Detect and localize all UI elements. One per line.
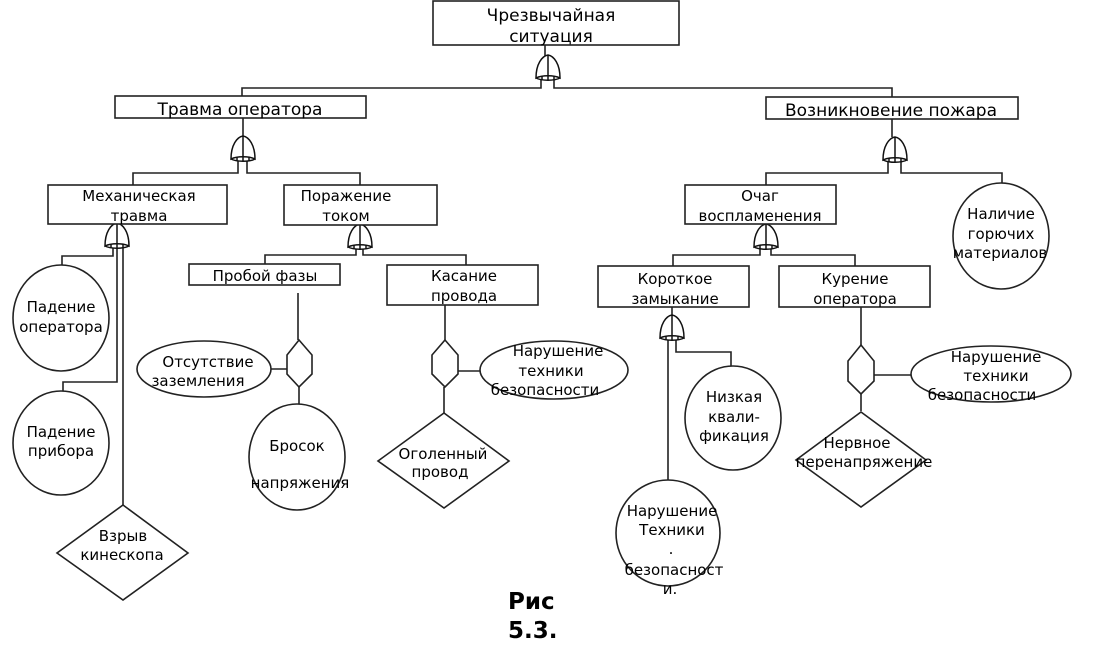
event-label: Короткое — [638, 270, 713, 288]
inhibit-gate-icon — [286, 338, 313, 389]
event-label: фикация — [699, 427, 769, 445]
event-operator-smoking[interactable]: Курение оператора — [778, 265, 931, 308]
event-label: Возникновение пожара — [785, 101, 997, 121]
event-fire[interactable]: Возникновение пожара — [765, 96, 1019, 121]
basic-event-safety-violation-3[interactable]: Нарушение техники безопасности — [910, 345, 1072, 404]
event-label: горючих — [968, 225, 1035, 243]
event-label: Падение — [27, 298, 96, 316]
event-ignition-source[interactable]: Очаг воспламенения — [684, 184, 837, 225]
event-label: замыкание — [631, 290, 718, 308]
event-label: техники — [518, 362, 583, 380]
event-label: Отсутствие — [162, 353, 253, 371]
event-label: травма — [111, 207, 168, 225]
event-label: Нарушение — [627, 502, 718, 520]
inhibit-gate-icon — [431, 338, 459, 389]
connector-phase — [270, 293, 300, 405]
event-label: Нервное — [823, 434, 890, 452]
event-label: оператора — [19, 318, 103, 336]
event-label: Оголенный — [399, 445, 488, 463]
event-label: и. — [663, 580, 678, 598]
event-label: ситуация — [509, 27, 593, 47]
or-gate-icon — [659, 314, 685, 341]
event-label: Бросок — [269, 437, 324, 455]
event-label: током — [322, 207, 369, 225]
connectors — [61, 45, 1003, 505]
event-label: Падение — [27, 423, 96, 441]
basic-event-combustible-materials[interactable]: Наличие горючих материалов — [952, 182, 1050, 290]
event-label: Нарушение — [951, 348, 1042, 366]
event-label: техники — [963, 367, 1028, 385]
event-label: Взрыв — [99, 527, 147, 545]
basic-event-operator-fall[interactable]: Падение оператора — [12, 264, 110, 372]
event-label: прибора — [28, 442, 94, 460]
or-gate-icon — [104, 222, 130, 249]
basic-event-low-qualification[interactable]: Низкая квали- фикация — [684, 365, 782, 471]
basic-event-device-fall[interactable]: Падение прибора — [12, 390, 110, 496]
event-electric-shock[interactable]: Поражение током — [283, 184, 438, 226]
connector-fire — [765, 119, 1003, 185]
event-short-circuit[interactable]: Короткое замыкание — [597, 265, 750, 308]
event-label: кинескопа — [80, 546, 163, 564]
undeveloped-events: Взрыв кинескопа Оголенный провод Нервное… — [55, 411, 933, 601]
event-mechanical-injury[interactable]: Механическая травма — [47, 184, 228, 225]
connector-shock — [264, 249, 467, 265]
event-label: Пробой фазы — [213, 267, 318, 285]
connector-injury — [132, 118, 361, 185]
event-label: безопасности — [491, 381, 600, 399]
event-label: Очаг — [741, 187, 779, 205]
event-label: . — [669, 540, 674, 558]
connector-top — [241, 45, 893, 97]
figure-caption: Рис 5.3. — [508, 588, 598, 646]
event-label: безопасности — [928, 386, 1037, 404]
or-gate-icon — [347, 223, 373, 250]
or-gate-icon — [882, 136, 908, 163]
event-label: материалов — [953, 244, 1048, 262]
or-gate-icon — [535, 54, 561, 81]
basic-events: Падение оператора Падение прибора Отсутс… — [12, 182, 1072, 598]
caption-line: 5.3. — [508, 618, 558, 644]
event-label: провод — [412, 463, 469, 481]
event-wire-touch[interactable]: Касание провода — [386, 264, 539, 306]
connector-touch — [443, 305, 480, 413]
event-phase-breakdown[interactable]: Пробой фазы — [188, 263, 341, 286]
undeveloped-event-kinescope-explosion[interactable]: Взрыв кинескопа — [55, 504, 190, 601]
event-label: Наличие — [967, 205, 1035, 223]
event-label: оператора — [813, 290, 897, 308]
event-label: Низкая — [706, 388, 762, 406]
event-label: Техники — [638, 521, 705, 539]
or-gate-icon — [753, 223, 779, 250]
or-gates — [104, 54, 908, 341]
event-label: безопасност — [625, 561, 724, 579]
basic-event-safety-violation-1[interactable]: Нарушение техники безопасности — [479, 340, 629, 400]
event-label: Травма оператора — [157, 100, 323, 120]
basic-event-voltage-surge[interactable]: Бросок напряжения — [248, 403, 350, 511]
event-boxes: Чрезвычайная ситуация Травма оператора В… — [47, 0, 1019, 308]
event-label: Механическая — [82, 187, 195, 205]
event-label: Касание — [431, 267, 497, 285]
caption-line: Рис — [508, 589, 555, 615]
event-label: Курение — [821, 270, 888, 288]
event-label: квали- — [708, 408, 760, 426]
event-label: заземления — [151, 372, 244, 390]
event-label: Чрезвычайная — [487, 6, 616, 26]
event-label: напряжения — [251, 474, 350, 492]
basic-event-safety-violation-2[interactable]: Нарушение Техники . безопасност и. — [615, 479, 724, 598]
undeveloped-event-bare-wire[interactable]: Оголенный провод — [376, 412, 511, 509]
connector-short — [667, 307, 732, 481]
or-gate-icon — [230, 135, 256, 162]
event-label: перенапряжение — [796, 453, 933, 471]
inhibit-gate-icon — [847, 343, 875, 396]
event-label: Поражение — [301, 187, 392, 205]
basic-event-no-grounding[interactable]: Отсутствие заземления — [136, 340, 272, 398]
connector-smoking — [860, 307, 911, 411]
event-top[interactable]: Чрезвычайная ситуация — [432, 0, 680, 47]
inhibit-gates — [286, 338, 875, 396]
event-label: провода — [431, 287, 497, 305]
event-injury[interactable]: Травма оператора — [114, 95, 367, 120]
event-label: воспламенения — [698, 207, 821, 225]
event-label: Нарушение — [513, 342, 604, 360]
undeveloped-event-nervous-stress[interactable]: Нервное перенапряжение — [794, 411, 933, 508]
